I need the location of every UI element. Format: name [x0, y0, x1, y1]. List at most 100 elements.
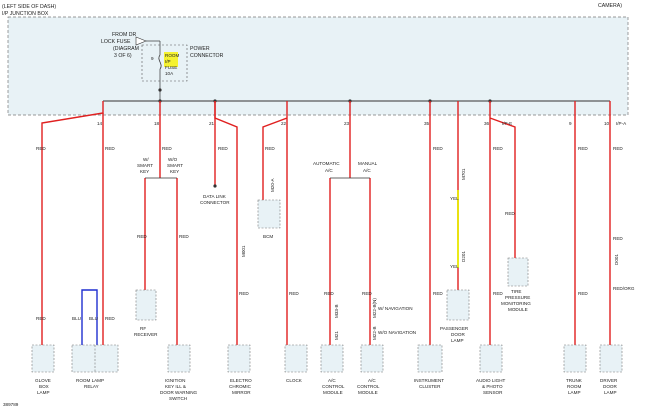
- svg-text:BOX: BOX: [39, 384, 49, 389]
- from-fuse-arrow: [135, 36, 147, 46]
- svg-text:LAMP: LAMP: [37, 390, 50, 395]
- fuse-symbol: [158, 54, 162, 70]
- option-labels: W/ SMART KEY W/O SMART KEY AUTOMATIC A/C…: [137, 157, 416, 335]
- svg-text:14: 14: [97, 121, 103, 126]
- svg-text:IGNITION: IGNITION: [165, 378, 185, 383]
- fuse-label-3: FUSE: [165, 65, 177, 70]
- svg-text:W/ NAVIGATION: W/ NAVIGATION: [378, 306, 413, 311]
- power-connector-label: POWER: [190, 46, 210, 52]
- svg-text:SMART: SMART: [167, 163, 183, 168]
- svg-text:DRIVER: DRIVER: [600, 378, 618, 383]
- svg-text:RED: RED: [218, 146, 228, 151]
- svg-text:KEY: KEY: [140, 169, 149, 174]
- svg-text:I/P-A: I/P-A: [616, 121, 627, 126]
- fuse-label-4: 10A: [165, 71, 174, 76]
- svg-text:BLU: BLU: [89, 316, 98, 321]
- svg-text:36: 36: [484, 121, 490, 126]
- svg-text:BLU: BLU: [72, 316, 81, 321]
- svg-text:9: 9: [569, 121, 572, 126]
- svg-text:A/C: A/C: [368, 378, 376, 383]
- svg-text:CONTROL: CONTROL: [322, 384, 345, 389]
- footer-code: 389789: [3, 402, 19, 407]
- svg-text:MODULE: MODULE: [358, 390, 378, 395]
- svg-text:SENSOR: SENSOR: [483, 390, 503, 395]
- component-boxes: [31, 199, 623, 373]
- svg-text:M20-A: M20-A: [270, 178, 275, 192]
- component-labels: GLOVE BOX LAMP ROOM LAMP RELAY RF RECEIV…: [35, 194, 618, 401]
- svg-text:TRUNK: TRUNK: [566, 378, 583, 383]
- svg-text:W/O NAVIGATION: W/O NAVIGATION: [378, 330, 416, 335]
- svg-text:SMART: SMART: [137, 163, 153, 168]
- svg-text:MONITORING: MONITORING: [501, 301, 531, 306]
- svg-text:DOOR WARNING: DOOR WARNING: [160, 390, 198, 395]
- svg-text:D001: D001: [614, 254, 619, 265]
- svg-text:M21: M21: [334, 331, 339, 340]
- svg-text:M001: M001: [241, 245, 246, 257]
- fuse-number: 9: [151, 56, 154, 61]
- svg-text:TIRE: TIRE: [511, 289, 521, 294]
- svg-text:RED: RED: [137, 234, 147, 239]
- svg-text:& PHOTO: & PHOTO: [482, 384, 503, 389]
- svg-text:CONNECTOR: CONNECTOR: [200, 200, 230, 205]
- svg-text:LOCK FUSE: LOCK FUSE: [101, 39, 131, 45]
- svg-text:DATA LINK: DATA LINK: [203, 194, 227, 199]
- svg-text:23: 23: [344, 121, 350, 126]
- header-location: (LEFT SIDE OF DASH): [2, 4, 56, 10]
- svg-text:PASSENGER: PASSENGER: [440, 326, 469, 331]
- svg-text:RED: RED: [613, 236, 623, 241]
- svg-text:DOOR: DOOR: [603, 384, 617, 389]
- svg-text:YEL: YEL: [450, 196, 459, 201]
- svg-text:YEL: YEL: [450, 264, 459, 269]
- svg-text:RED: RED: [105, 316, 115, 321]
- svg-text:M22-B(N): M22-B(N): [372, 298, 377, 318]
- svg-text:LAMP: LAMP: [451, 338, 464, 343]
- junction-box: [7, 16, 629, 116]
- svg-text:CHROMIC: CHROMIC: [229, 384, 252, 389]
- svg-text:(DIAGRAM: (DIAGRAM: [113, 46, 139, 52]
- svg-text:RED: RED: [362, 291, 372, 296]
- svg-text:RED: RED: [36, 146, 46, 151]
- svg-text:I/P-E: I/P-E: [502, 121, 512, 126]
- svg-text:RED: RED: [433, 291, 443, 296]
- svg-text:KEY: KEY: [170, 169, 179, 174]
- svg-text:MIRROR: MIRROR: [232, 390, 251, 395]
- svg-text:A/C: A/C: [325, 168, 333, 173]
- splice-dot: [158, 88, 162, 92]
- header-box: I/P JUNCTION BOX: [2, 11, 49, 17]
- svg-text:3 OF 6): 3 OF 6): [114, 53, 132, 59]
- fuse-label-1: ROOM: [165, 53, 179, 58]
- svg-text:RED: RED: [324, 291, 334, 296]
- svg-text:18: 18: [154, 121, 160, 126]
- svg-text:ROOM LAMP: ROOM LAMP: [76, 378, 104, 383]
- svg-text:CLUSTER: CLUSTER: [419, 384, 441, 389]
- svg-text:D201: D201: [461, 251, 466, 262]
- wire-labels: RED RED RED RED RED RED RED RED RED RED …: [36, 146, 635, 321]
- svg-text:RED: RED: [493, 146, 503, 151]
- svg-text:ELECTRO: ELECTRO: [230, 378, 252, 383]
- svg-text:35: 35: [424, 121, 430, 126]
- data-link-pin: [213, 184, 217, 188]
- red-branches: [41, 101, 611, 345]
- svg-text:GLOVE: GLOVE: [35, 378, 51, 383]
- svg-text:22: 22: [281, 121, 287, 126]
- power-connector: [141, 44, 188, 82]
- svg-text:RED: RED: [493, 291, 503, 296]
- svg-text:AUDIO LIGHT: AUDIO LIGHT: [476, 378, 506, 383]
- svg-text:BCM: BCM: [263, 234, 273, 239]
- svg-text:RED: RED: [265, 146, 275, 151]
- svg-text:M22-B: M22-B: [372, 326, 377, 340]
- svg-text:INSTRUMENT: INSTRUMENT: [414, 378, 444, 383]
- corner-label: CAMERA): [598, 3, 622, 9]
- svg-text:21: 21: [209, 121, 215, 126]
- svg-text:RED: RED: [162, 146, 172, 151]
- svg-text:LAMP: LAMP: [604, 390, 617, 395]
- svg-text:MODULE: MODULE: [508, 307, 528, 312]
- svg-text:PRESSURE: PRESSURE: [505, 295, 530, 300]
- svg-text:M33-B: M33-B: [334, 304, 339, 318]
- svg-text:LAMP: LAMP: [568, 390, 581, 395]
- svg-text:RED: RED: [578, 146, 588, 151]
- svg-text:RED: RED: [179, 234, 189, 239]
- svg-text:A/C: A/C: [328, 378, 336, 383]
- svg-text:ROOM: ROOM: [567, 384, 581, 389]
